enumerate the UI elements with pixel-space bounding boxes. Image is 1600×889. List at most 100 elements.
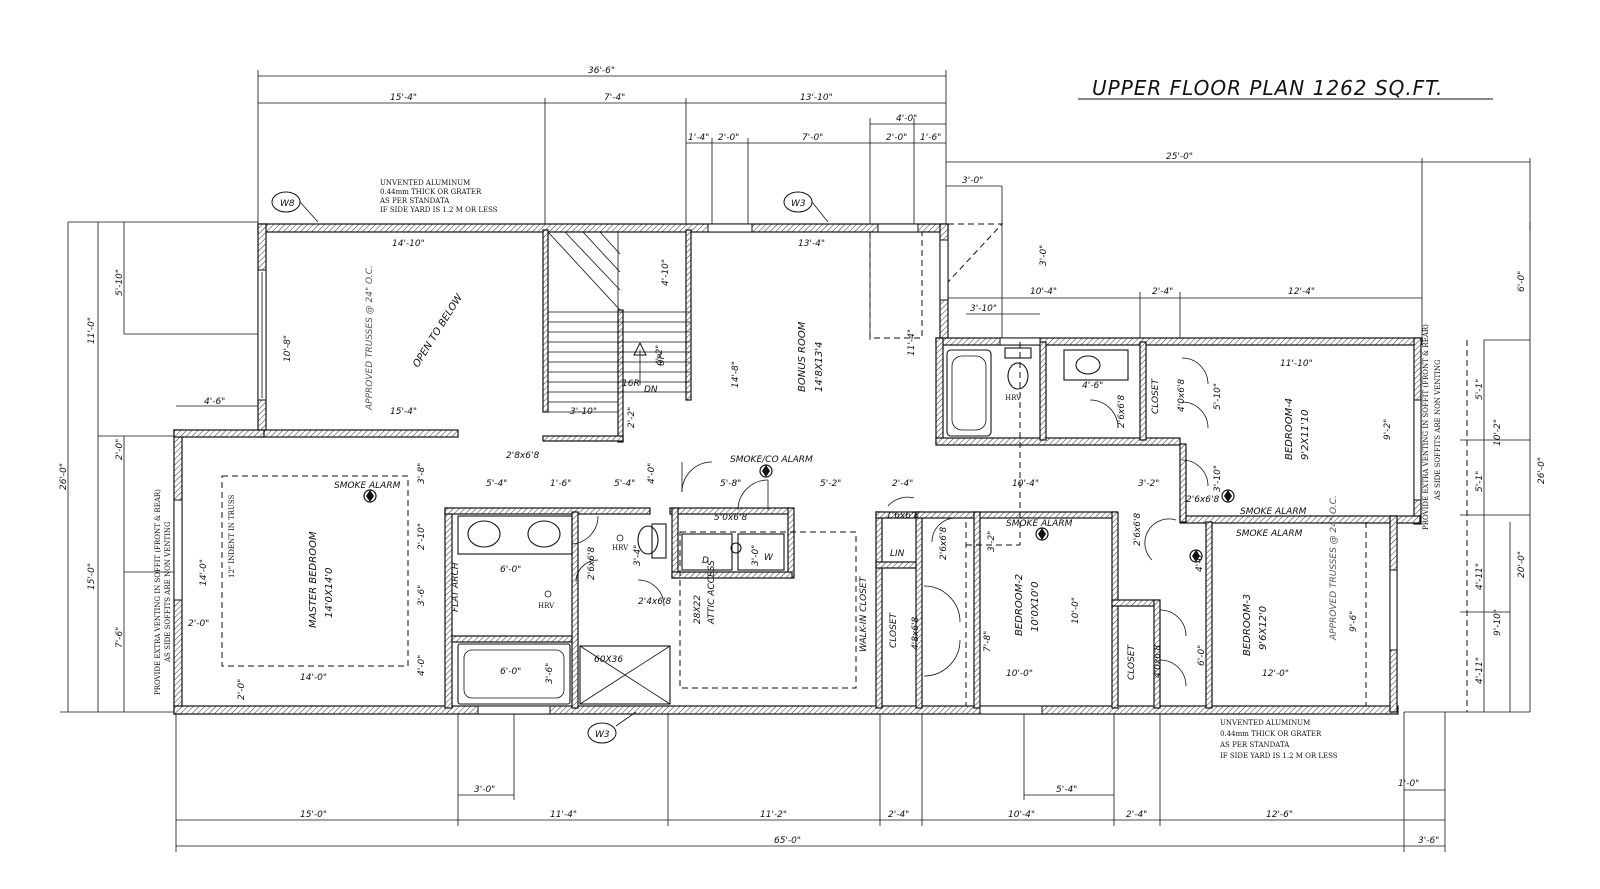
dashed-outlines [221,223,1468,712]
dim-mid-3-2: 3'-2" [1138,479,1159,489]
dryer-label: D [702,556,709,566]
dim-mid-5-4b: 5'-4" [614,479,635,489]
dim-r-3-10: 3'-10" [970,304,997,314]
dim-mid-5-8: 5'-8" [720,479,741,489]
dim-w-7-0: 7'-0" [802,133,823,143]
soffit-note-left-1: PROVIDE EXTRA VENTING IN SOFFIT (FRONT &… [154,489,162,695]
room-bedroom-4: BEDROOM-4 [1284,398,1295,460]
side-dimension-lines [60,221,1531,852]
smoke-alarm-bedroom-3: SMOKE ALARM [1236,529,1303,539]
dim-stair-4-2: 4'-2" [655,345,665,366]
soffit-note-left-2: AS SIDE SOFFITS ARE NON VENTING [164,521,172,663]
dim-l-15-0: 15'-0" [87,563,97,590]
dim-rr-26-0: 26'-0" [1537,457,1547,484]
flat-arch-label: FLAT ARCH [451,562,461,612]
dim-b2-10-0: 10'-0" [1006,669,1033,679]
venting-note-top-1: UNVENTED ALUMINUM [380,179,470,187]
dim-en-3-6: 3'-6" [545,663,555,684]
dim-b3-6-0: 6'-0" [1197,645,1207,666]
dim-rr-5-1b: 5'-1" [1475,471,1485,492]
dim-rr-20-0: 20'-0" [1517,551,1527,578]
venting-note-top-2: 0.44mm THICK OR GRATER [380,188,482,196]
trusses-note-left: APPROVED TRUSSES @ 24" O.C. [365,265,375,411]
venting-note-top-3: AS PER STANDATA [379,197,450,205]
dim-bot-11-4: 11'-4" [550,810,577,820]
dim-b3-12-0: 12'-0" [1262,669,1289,679]
dim-rr-6-0: 6'-0" [1517,271,1527,292]
stair-treads [547,231,690,413]
dim-bot-3-0: 3'-0" [474,785,495,795]
dim-mid-5-2: 5'-2" [820,479,841,489]
room-bedroom-4-size: 9'2X11'10 [1300,409,1311,460]
dim-lr-3-4: 3'-4" [633,545,643,566]
dim-bonus-11-4: 11'-4" [907,329,917,356]
dim-bot-5-4: 5'-4" [1056,785,1077,795]
hrv-ensuite: HRV [538,602,555,610]
dim-l-26-0: 26'-0" [59,463,69,490]
venting-note-top-4: IF SIDE YARD IS 1.2 M OR LESS [380,206,498,214]
door-4068-b4: 4'0x6'8 [1177,379,1187,412]
dim-bonus-14-8: 14'-8" [731,361,741,388]
dim-top-a: 15'-4" [390,93,417,103]
dim-mid-5-4: 5'-4" [486,479,507,489]
dim-b2-7-8: 7'-8" [983,631,993,652]
dim-b4-9-2: 9'-2" [1383,419,1393,440]
dim-r-10-4: 10'-4" [1030,287,1057,297]
dim-r-25-0: 25'-0" [1166,152,1193,162]
room-bedroom-3-size: 9'6X12'0 [1258,606,1269,650]
venting-note-bottom-4: IF SIDE YARD IS 1.2 M OR LESS [1220,752,1338,760]
smoke-alarm-symbols [363,464,1235,598]
dim-mb-3-8: 3'-8" [417,463,427,484]
dim-open-4-6: 4'-6" [204,397,225,407]
room-bonus: BONUS ROOM [797,321,808,392]
dim-b2-10-0v: 10'-0" [1071,597,1081,624]
venting-note-bottom-2: 0.44mm THICK OR GRATER [1220,730,1322,738]
room-closet-1: CLOSET [889,611,899,648]
tag-w3-bottom: W3 [595,730,610,740]
dim-b4-11-10: 11'-10" [1280,359,1313,369]
dim-bot-11-2: 11'-2" [760,810,787,820]
hrv-wc: HRV [612,544,629,552]
dim-bot-3-6: 3'-6" [1418,836,1439,846]
windows [173,223,1422,715]
tag-bubbles [271,191,829,744]
dim-l-11-0: 11'-0" [87,317,97,344]
dim-w-4-0: 4'-0" [896,114,917,124]
dim-bot-12-6: 12'-6" [1266,810,1293,820]
dim-mid-1-6: 1'-6" [550,479,571,489]
door-2068: 2'6x6'8 [587,547,597,580]
dim-bot-2-4: 2'-4" [888,810,909,820]
hrv-main-bath: HRV [1005,394,1022,402]
dim-mid-2-4: 2'-4" [892,479,913,489]
door-2668-b4: 2'6x6'8 [1186,495,1219,505]
dim-rr-10-2: 10'-2" [1493,419,1503,446]
soffit-note-right-2: AS SIDE SOFFITS ARE NON VENTING [1434,359,1442,501]
dim-open-14-10: 14'-10" [392,239,425,249]
attic-access-label: ATTIC ACCESS [707,560,717,625]
dim-mid-10-4: 10'-4" [1012,479,1039,489]
dim-bath-4-6: 4'-6" [1082,381,1103,391]
door-1668: 1'6x6'8 [886,511,919,521]
tag-w8: W8 [280,199,295,209]
plan-title: UPPER FLOOR PLAN 1262 SQ.FT. [1092,76,1443,100]
door-2468-wc: 2'4x6'8 [638,597,671,607]
dim-l-2-0: 2'-0" [115,439,125,460]
dim-open-10-8: 10'-8" [283,335,293,362]
truss-indent-note: 12" INDENT IN TRUSS [228,494,236,578]
room-closet-3: CLOSET [1151,377,1161,414]
dim-w-1-6: 1'-6" [920,133,941,143]
room-bedroom-2: BEDROOM-2 [1014,574,1025,636]
dim-b4-5-10: 5'-10" [1213,383,1223,410]
dim-bot-total: 65'-0" [774,836,801,846]
dim-b3-9-6: 9'-6" [1349,611,1359,632]
room-master-bedroom: MASTER BEDROOM [308,531,319,628]
smoke-alarm-master: SMOKE ALARM [334,481,401,491]
dim-mb-3-6: 3'-6" [417,585,427,606]
dim-stair-2-2: 2'-2" [627,407,637,428]
room-bedroom-2-size: 10'0X10'0 [1030,581,1041,632]
smoke-alarm-bedroom-2: SMOKE ALARM [1006,519,1073,529]
door-4868: 4'8x6'8 [911,617,921,650]
dim-mb-2-0b: 2'-0" [237,679,247,700]
room-bonus-size: 14'8X13'4 [814,341,825,392]
dim-mb-14-0: 14'-0" [300,673,327,683]
